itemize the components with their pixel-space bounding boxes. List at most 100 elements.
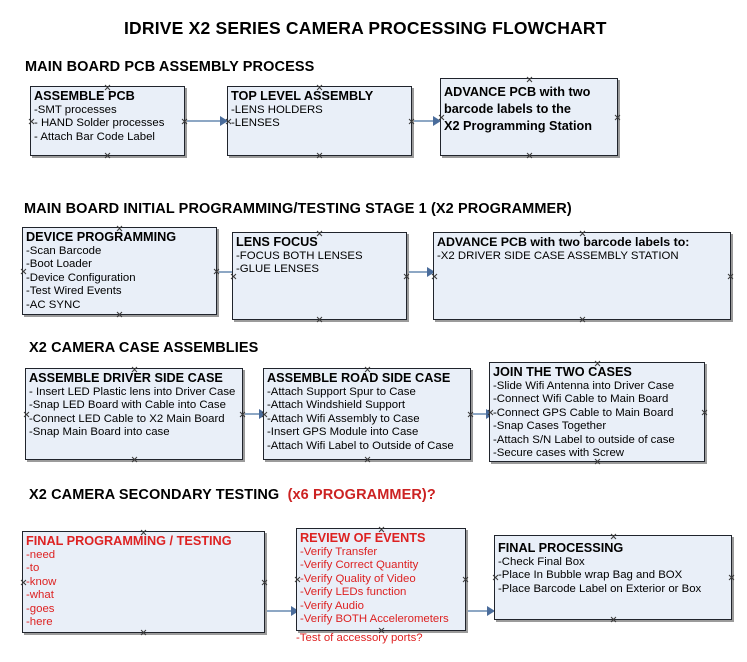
box-line: -FOCUS BOTH LENSES — [236, 250, 363, 262]
box-line: -SMT processes — [34, 104, 117, 116]
box-line: -Secure cases with Screw — [493, 447, 625, 460]
box-title: TOP LEVEL ASSEMBLY — [231, 89, 374, 103]
box-title: ASSEMBLE PCB — [34, 89, 135, 103]
box-title: ADVANCE PCB with two barcode labels to: — [437, 235, 690, 249]
section-heading-text: X2 CAMERA SECONDARY TESTING — [29, 487, 280, 503]
box-line: -Attach Support Spur to Case — [267, 386, 416, 398]
box-title: ASSEMBLE DRIVER SIDE CASE — [29, 371, 223, 385]
process-box-final-processing[interactable]: FINAL PROCESSING -Check Final Box -Place… — [494, 535, 732, 620]
arrowhead-icon — [487, 606, 495, 616]
box-line: -Verify BOTH Accelerometers — [300, 613, 449, 626]
box-line: - Insert LED Plastic lens into Driver Ca… — [29, 386, 236, 398]
box-line: - HAND Solder processes — [34, 117, 165, 130]
box-line: -what — [26, 589, 54, 602]
box-line: -Check Final Box — [498, 556, 585, 568]
box-line: -GLUE LENSES — [236, 263, 319, 276]
process-box-assemble-road-side-case[interactable]: ASSEMBLE ROAD SIDE CASE -Attach Support … — [263, 368, 471, 460]
connector-arrow[interactable] — [187, 120, 222, 122]
box-line: -Verify LEDs function — [300, 586, 407, 599]
box-line: -need — [26, 549, 56, 561]
box-line: -Place Barcode Label on Exterior or Box — [498, 582, 702, 595]
box-line: - Attach Bar Code Label — [34, 130, 155, 143]
resize-handle-bottom[interactable] — [610, 616, 617, 623]
process-box-assemble-driver-side-case[interactable]: ASSEMBLE DRIVER SIDE CASE - Insert LED P… — [25, 368, 243, 460]
connector-arrow[interactable] — [468, 610, 490, 612]
section-heading-main-board-pcb-assembly: MAIN BOARD PCB ASSEMBLY PROCESS — [25, 59, 315, 75]
box-line: -Verify Correct Quantity — [300, 559, 419, 572]
arrowhead-icon — [220, 116, 228, 126]
section-heading-x2-camera-secondary-testing: X2 CAMERA SECONDARY TESTING (x6 PROGRAMM… — [29, 487, 436, 503]
resize-handle-bottom[interactable] — [526, 152, 533, 159]
process-box-top-level-assembly[interactable]: TOP LEVEL ASSEMBLY -LENS HOLDERS -LENSES — [227, 86, 412, 156]
box-line: -know — [26, 575, 57, 588]
box-line: X2 Programming Station — [444, 119, 593, 133]
resize-handle-bottom[interactable] — [140, 629, 147, 636]
resize-handle-bottom[interactable] — [131, 456, 138, 463]
resize-handle-bottom[interactable] — [316, 152, 323, 159]
box-line: -Scan Barcode — [26, 245, 102, 257]
process-box-advance-pcb-driver-side[interactable]: ADVANCE PCB with two barcode labels to: … — [433, 232, 731, 320]
box-title: LENS FOCUS — [236, 235, 318, 249]
box-line: -Snap Main Board into case — [29, 426, 170, 439]
box-line: -Insert GPS Module into Case — [267, 426, 419, 439]
box-line: -goes — [26, 602, 55, 615]
arrowhead-icon — [433, 116, 441, 126]
box-line: -Attach Wifi Assembly to Case — [267, 412, 420, 425]
process-box-join-the-two-cases[interactable]: JOIN THE TWO CASES -Slide Wifi Antenna i… — [489, 362, 705, 462]
box-line: -Connect GPS Cable to Main Board — [493, 406, 674, 419]
resize-handle-bottom[interactable] — [104, 152, 111, 159]
box-line: -Snap Cases Together — [493, 420, 607, 433]
process-box-advance-pcb-programming-station[interactable]: ADVANCE PCB with two barcode labels to t… — [440, 78, 618, 156]
box-line: -Attach Wifi Label to Outside of Case — [267, 439, 454, 452]
box-line: -Connect LED Cable to X2 Main Board — [29, 412, 225, 425]
box-line: -Device Configuration — [26, 271, 136, 284]
box-line: -Attach S/N Label to outside of case — [493, 433, 675, 446]
box-line: -LENSES — [231, 117, 280, 130]
box-title: FINAL PROGRAMMING / TESTING — [26, 534, 232, 548]
box-title: REVIEW OF EVENTS — [300, 531, 426, 545]
box-line: barcode labels to the — [444, 102, 571, 116]
box-line: -X2 DRIVER SIDE CASE ASSEMBLY STATION — [437, 250, 679, 262]
process-box-review-of-events[interactable]: REVIEW OF EVENTS -Verify Transfer -Verif… — [296, 528, 466, 631]
resize-handle-bottom[interactable] — [316, 316, 323, 323]
box-title: ASSEMBLE ROAD SIDE CASE — [267, 371, 451, 385]
box-title: ADVANCE PCB with two — [444, 85, 591, 99]
box-line: -AC SYNC — [26, 298, 81, 311]
section-heading-suffix: (x6 PROGRAMMER)? — [287, 487, 436, 503]
connector-arrow[interactable] — [245, 413, 263, 415]
overflow-text-review-of-events: -Test of accessory ports? — [296, 632, 423, 644]
resize-handle-bottom[interactable] — [579, 316, 586, 323]
box-line: -Test Wired Events — [26, 285, 122, 298]
section-heading-x2-camera-case-assemblies: X2 CAMERA CASE ASSEMBLIES — [29, 340, 259, 356]
box-line: -Place In Bubble wrap Bag and BOX — [498, 569, 683, 582]
box-title: JOIN THE TWO CASES — [493, 365, 632, 379]
resize-handle-bottom[interactable] — [364, 456, 371, 463]
box-line: -LENS HOLDERS — [231, 104, 323, 116]
section-heading-main-board-initial-programming: MAIN BOARD INITIAL PROGRAMMING/TESTING S… — [24, 201, 572, 217]
process-box-lens-focus[interactable]: LENS FOCUS -FOCUS BOTH LENSES -GLUE LENS… — [232, 232, 407, 320]
box-line: -Snap LED Board with Cable into Case — [29, 399, 226, 412]
connector-arrow[interactable] — [414, 120, 436, 122]
connector-arrow[interactable] — [219, 271, 238, 273]
page-title: IDRIVE X2 SERIES CAMERA PROCESSING FLOWC… — [124, 18, 607, 38]
box-title: FINAL PROCESSING — [498, 541, 624, 555]
box-line: -Connect Wifi Cable to Main Board — [493, 393, 669, 406]
box-line: -Attach Windshield Support — [267, 399, 406, 412]
process-box-final-programming-testing[interactable]: FINAL PROGRAMMING / TESTING -need -to -k… — [22, 531, 265, 633]
process-box-device-programming[interactable]: DEVICE PROGRAMMING -Scan Barcode -Boot L… — [22, 227, 217, 315]
box-line: -Verify Transfer — [300, 546, 378, 558]
box-line: -Slide Wifi Antenna into Driver Case — [493, 380, 675, 392]
box-line: -Verify Quality of Video — [300, 572, 416, 585]
connector-arrow[interactable] — [409, 271, 431, 273]
resize-handle-right[interactable] — [727, 273, 734, 280]
arrowhead-icon — [427, 267, 435, 277]
box-line: -to — [26, 562, 40, 575]
process-box-assemble-pcb[interactable]: ASSEMBLE PCB -SMT processes - HAND Solde… — [30, 86, 185, 156]
connector-arrow[interactable] — [267, 610, 294, 612]
box-title: DEVICE PROGRAMMING — [26, 230, 177, 244]
box-line: -Boot Loader — [26, 258, 92, 271]
arrowhead-icon — [291, 606, 299, 616]
box-line: -here — [26, 616, 53, 629]
connector-arrow[interactable] — [473, 413, 490, 415]
